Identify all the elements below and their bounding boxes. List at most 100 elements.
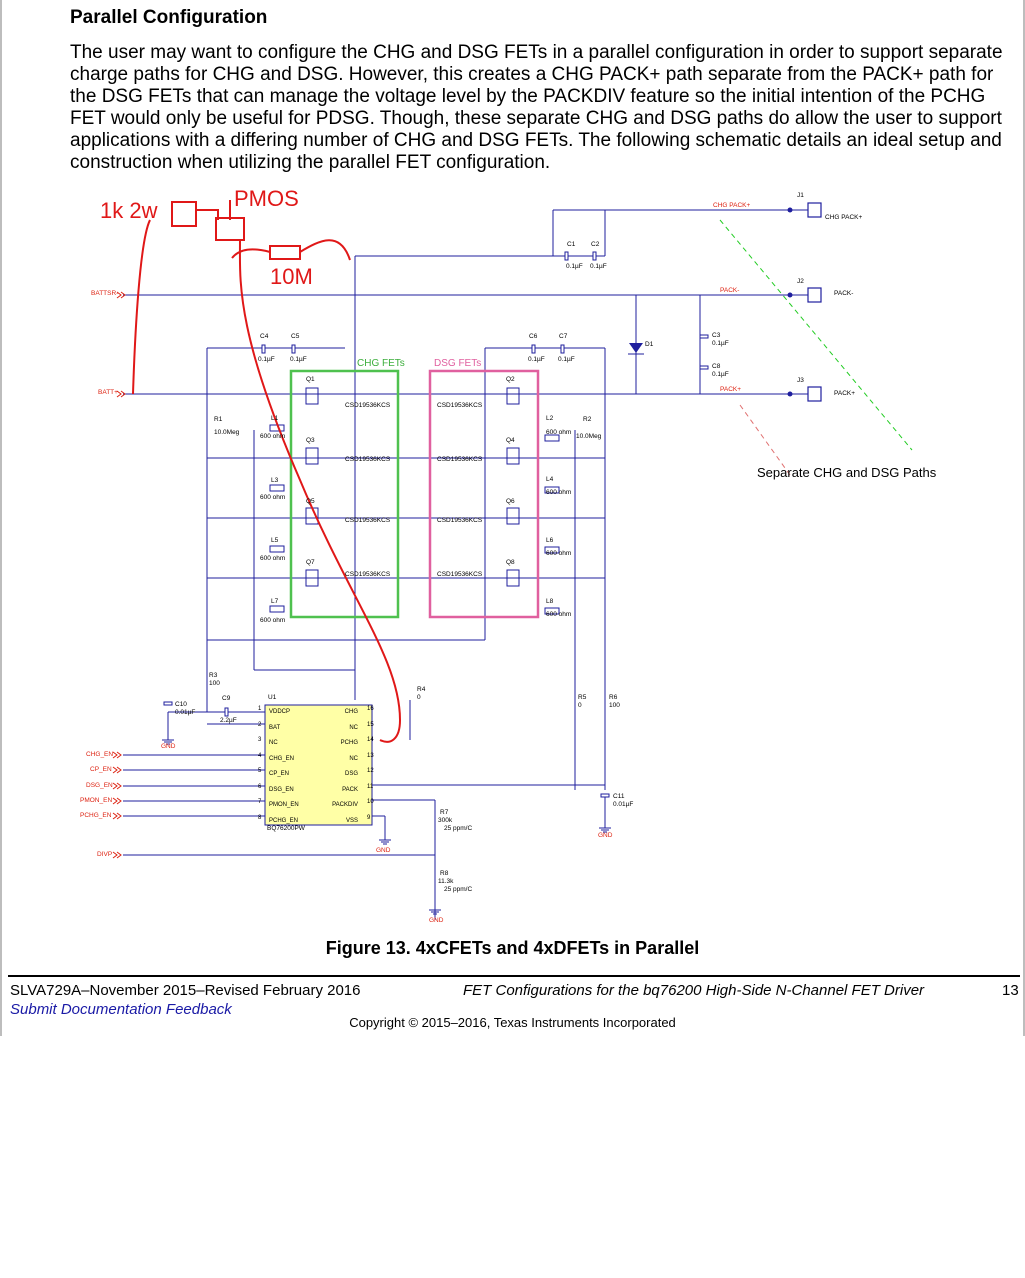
net-pack-minus: PACK- (720, 287, 740, 294)
footer-doc-title: FET Configurations for the bq76200 High-… (463, 982, 925, 999)
gnd-label-vss: GND (376, 847, 391, 854)
cap-c8-value: 0.1µF (712, 371, 729, 378)
chg-fets-box (289, 369, 400, 619)
page-edge-left (0, 0, 2, 1036)
connector-j3 (807, 386, 822, 402)
gnd-label-c11: GND (598, 832, 613, 839)
cap-c3 (699, 334, 709, 339)
ic-u1-ref: U1 (268, 694, 277, 701)
cap-c7-value: 0.1µF (558, 356, 575, 363)
page-edge-right (1023, 0, 1025, 1036)
figure-caption: Figure 13. 4xCFETs and 4xDFETs in Parall… (325, 938, 700, 958)
handwritten-10m-label: 10M (270, 264, 313, 289)
cap-c6-value: 0.1µF (528, 356, 545, 363)
cap-c11-value: 0.01µF (613, 801, 634, 808)
resistor-r2-ref: R2 (583, 416, 592, 423)
fet-q3-ref: Q3 (306, 437, 315, 444)
resistor-r6-value: 100 (609, 702, 620, 709)
ic-pin-number: 9 (367, 814, 371, 821)
fet-q5-ref: Q5 (306, 498, 315, 505)
cap-c9-ref: C9 (222, 695, 231, 702)
inductor-l8-ref: L8 (546, 598, 554, 605)
document-page: Parallel Configuration The user may want… (0, 0, 1025, 1036)
fet-q2-part: CSD19536KCS (437, 402, 483, 409)
inductor-l2-ref: L2 (546, 415, 554, 422)
ic-pin-number: 4 (258, 752, 262, 759)
inductor-l5-value: 600 ohm (260, 555, 286, 562)
net-pack-plus: PACK+ (720, 386, 742, 393)
inductor-l1-ref: L1 (271, 415, 279, 422)
resistor-r2-value: 10.0Meg (576, 433, 602, 440)
cap-c9 (224, 707, 229, 717)
ic-pin-name: BAT (269, 724, 281, 731)
fet-q4-ref: Q4 (506, 437, 515, 444)
handwritten-resistor-1k (171, 201, 197, 227)
cap-c5 (291, 344, 296, 354)
cap-c11 (600, 793, 610, 798)
fet-q3 (305, 447, 319, 465)
inductor-l6-ref: L6 (546, 537, 554, 544)
cap-c8 (699, 365, 709, 370)
ic-pin-number: 1 (258, 706, 262, 712)
inductor-l2-value: 600 ohm (546, 429, 572, 436)
diode-d1 (629, 343, 643, 353)
resistor-r1-ref: R1 (214, 416, 223, 423)
submit-feedback-link[interactable]: Submit Documentation Feedback (10, 1001, 232, 1018)
handwritten-1k-label: 1k 2w (100, 198, 158, 223)
cap-c7-ref: C7 (559, 333, 568, 340)
ic-pin-number: 5 (258, 768, 262, 774)
ic-pin-number: 3 (258, 737, 262, 743)
connector-j2-label: PACK- (834, 290, 854, 297)
cap-c6-ref: C6 (529, 333, 538, 340)
handwritten-wire-batt (132, 219, 151, 395)
cap-c1-value: 0.1µF (566, 263, 583, 270)
resistor-r7-ref: R7 (440, 809, 449, 816)
inductor-l8 (544, 607, 560, 615)
fet-q4 (506, 447, 520, 465)
inductor-l6 (544, 546, 560, 554)
connector-j1 (807, 202, 822, 218)
footer-page-number: 13 (1002, 982, 1019, 999)
cap-c3-ref: C3 (712, 332, 721, 339)
net-chg-pack: CHG PACK+ (713, 202, 751, 209)
cap-c1-ref: C1 (567, 241, 576, 248)
resistor-r7-value: 300k (438, 817, 453, 824)
resistor-r1-value: 10.0Meg (214, 429, 240, 436)
inductor-l5-ref: L5 (271, 537, 279, 544)
inductor-l5 (269, 545, 285, 553)
resistor-r8-value: 11.3k (438, 878, 454, 885)
annotation-line-chg (719, 219, 913, 451)
schematic-svg (112, 200, 913, 920)
ic-pin-name: PCHG (340, 740, 358, 746)
footer-copyright: Copyright © 2015–2016, Texas Instruments… (349, 1015, 676, 1030)
cap-c6 (531, 344, 536, 354)
connector-j3-ref: J3 (797, 377, 804, 384)
ic-u1-part: BQ76200PW (267, 825, 305, 832)
body-paragraph: The user may want to configure the CHG a… (70, 42, 1003, 173)
fet-q8-ref: Q8 (506, 559, 515, 566)
diode-d1-ref: D1 (645, 341, 654, 348)
ic-pin-name: CHG (344, 709, 358, 715)
inductor-l2 (544, 434, 560, 442)
fet-q4-part: CSD19536KCS (437, 456, 483, 463)
footer-rule (8, 975, 1020, 977)
ic-pin-name: PCHG_EN (269, 817, 299, 824)
ic-pin-name: DSG_EN (269, 786, 294, 793)
ic-pin-name: DSG (344, 771, 358, 777)
resistor-r4-value: 0 (417, 694, 421, 701)
inductor-l7-ref: L7 (271, 598, 279, 605)
connector-j3-label: PACK+ (834, 390, 856, 397)
cap-c10-value: 0.01µF (175, 709, 196, 716)
resistor-r5-value: 0 (578, 702, 582, 709)
fet-q1-part: CSD19536KCS (345, 402, 391, 409)
schematic-figure: 1k 2w PMOS 10M BATTSR- BATT+ CHG_EN CP_E… (0, 180, 1025, 940)
gnd-label-r8: GND (429, 917, 444, 924)
section-heading: Parallel Configuration (70, 7, 268, 28)
separate-paths-note: Separate CHG and DSG Paths (757, 465, 937, 480)
inductor-l1-value: 600 ohm (260, 433, 286, 440)
cap-c4-ref: C4 (260, 333, 269, 340)
fet-q6-ref: Q6 (506, 498, 515, 505)
fet-q7 (305, 569, 319, 587)
cap-c5-value: 0.1µF (290, 356, 307, 363)
port-divp: DIVP (97, 851, 113, 858)
